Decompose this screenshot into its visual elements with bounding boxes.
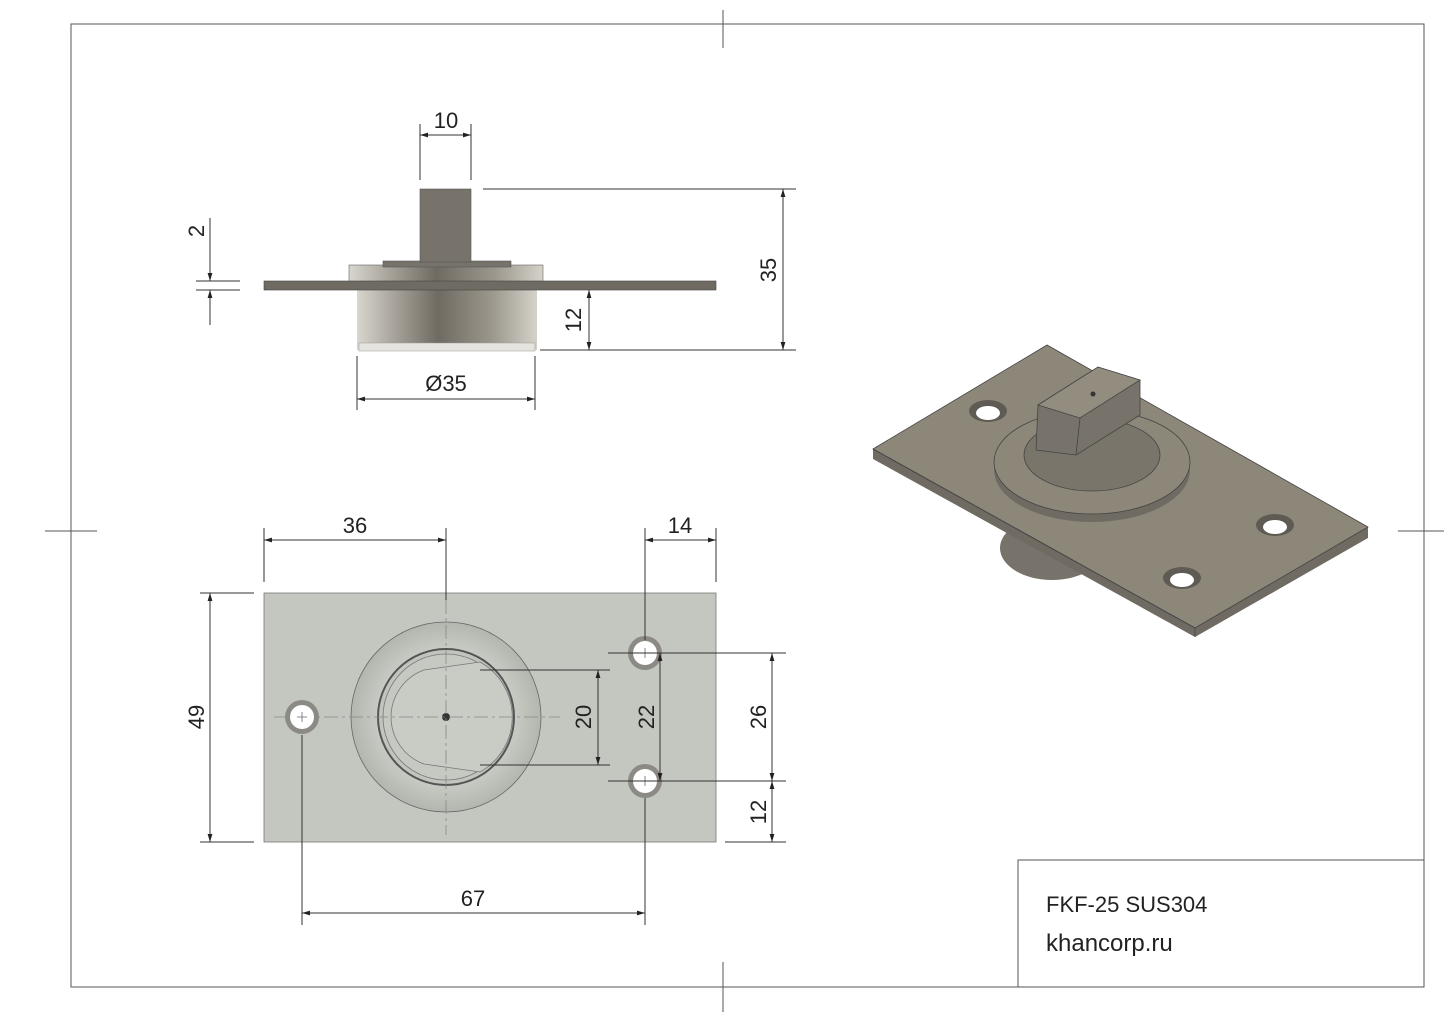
body-cylinder xyxy=(357,281,537,350)
isometric-view xyxy=(872,344,1369,637)
dim-flat-width: 22 xyxy=(634,705,659,729)
dim-hole-spacing-vertical: 26 xyxy=(746,705,771,729)
title-block: FKF-25 SUS304 khancorp.ru xyxy=(1017,859,1425,988)
iso-hole xyxy=(1256,514,1294,536)
top-view: 36 14 49 67 20 22 26 12 xyxy=(184,513,786,925)
dim-edge-to-hole: 14 xyxy=(668,513,692,538)
website: khancorp.ru xyxy=(1046,930,1173,957)
flange xyxy=(348,264,544,283)
dim-plate-thickness: 2 xyxy=(184,225,209,237)
mounting-hole xyxy=(285,700,319,734)
part-name: FKF-25 SUS304 xyxy=(1046,892,1207,917)
dim-stem-width-top: 20 xyxy=(571,705,596,729)
dim-hole-to-edge: 12 xyxy=(746,800,771,824)
side-view: 10 35 12 2 Ø35 xyxy=(184,108,796,410)
dim-hole-spacing-horizontal: 67 xyxy=(461,886,485,911)
drawing-frame xyxy=(45,10,1444,1012)
dim-body-height: 12 xyxy=(561,308,586,332)
stem xyxy=(419,188,472,263)
dim-stem-width: 10 xyxy=(434,108,458,133)
dim-plate-height: 49 xyxy=(184,705,209,729)
plate xyxy=(263,280,717,291)
dim-body-diameter: Ø35 xyxy=(425,371,467,396)
dim-total-height: 35 xyxy=(756,258,781,282)
iso-hole xyxy=(969,400,1007,422)
dim-center-offset: 36 xyxy=(343,513,367,538)
iso-hole xyxy=(1163,567,1201,589)
